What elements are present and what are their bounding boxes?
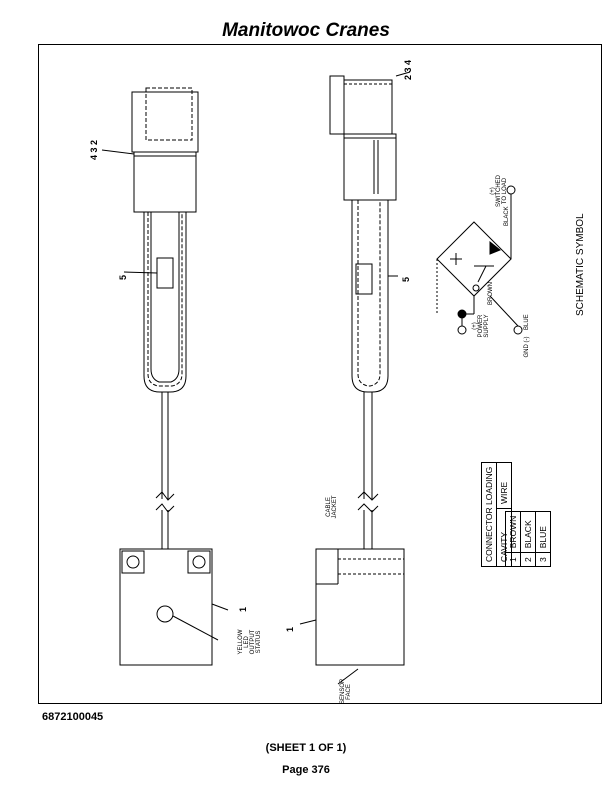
schematic-symbol bbox=[436, 185, 523, 335]
connector-table-header-wire: WIRE bbox=[496, 462, 512, 509]
cavity-cell: 1 bbox=[505, 552, 521, 567]
black-wire-label: BLACK bbox=[504, 206, 510, 226]
schematic-diamond bbox=[436, 221, 512, 297]
left-sensor-body bbox=[119, 548, 213, 666]
right-connector-body bbox=[343, 133, 397, 201]
sensor-face-label: SENSOR FACE bbox=[340, 678, 352, 704]
left-callout-5: 5 bbox=[118, 274, 128, 280]
brown-wire-label: BROWN bbox=[488, 282, 494, 305]
power-supply-label: (+) POWER SUPPLY bbox=[472, 314, 490, 338]
left-callout-top: 4 3 2 bbox=[89, 139, 99, 160]
cable-jacket-label: CABLE JACKET bbox=[326, 495, 338, 519]
page-number: Page 376 bbox=[282, 764, 330, 776]
wire-cell: BLUE bbox=[535, 511, 551, 553]
right-connector-plate bbox=[329, 75, 345, 135]
gnd-label: GND (-) bbox=[524, 336, 530, 358]
yellow-led-label: YELLOW LED OUTPUT STATUS bbox=[238, 629, 262, 655]
blue-wire-label: BLUE bbox=[524, 314, 530, 330]
right-callout-top: 2 3 4 bbox=[403, 59, 413, 80]
right-callout-5: 5 bbox=[401, 276, 411, 282]
right-sensor-view bbox=[299, 71, 411, 685]
left-connector-inner bbox=[145, 87, 193, 141]
left-connector-body bbox=[133, 151, 197, 213]
sheet-indicator: (SHEET 1 OF 1) bbox=[265, 742, 347, 754]
connector-table-title: CONNECTOR LOADING bbox=[481, 462, 497, 567]
cavity-cell: 3 bbox=[535, 552, 551, 567]
page-header-title: Manitowoc Cranes bbox=[222, 20, 390, 41]
left-mount-hole-2 bbox=[187, 550, 211, 574]
drawing-frame bbox=[38, 44, 602, 704]
left-connector-cap bbox=[131, 91, 199, 153]
left-mount-hole-1 bbox=[121, 550, 145, 574]
switched-to-load-label: (+) SWITCHED TO LOAD bbox=[490, 175, 508, 207]
right-connector-head bbox=[343, 79, 393, 135]
left-internal-part bbox=[156, 257, 174, 289]
sensor-drawing bbox=[101, 71, 523, 685]
right-callout-1: 1 bbox=[285, 626, 295, 632]
left-sensor-view bbox=[101, 87, 229, 666]
schematic-arrow bbox=[489, 240, 501, 255]
right-internal-part bbox=[355, 263, 373, 295]
cavity-cell: 2 bbox=[520, 552, 536, 567]
yellow-led bbox=[156, 605, 174, 623]
wire-cell: BLACK bbox=[520, 511, 536, 553]
left-callout-1: 1 bbox=[238, 606, 248, 612]
right-sensor-body bbox=[315, 548, 405, 666]
schematic-title: SCHEMATIC SYMBOL bbox=[575, 213, 586, 316]
wire-cell: BROWN bbox=[505, 511, 521, 553]
document-number: 6872100045 bbox=[42, 711, 104, 723]
